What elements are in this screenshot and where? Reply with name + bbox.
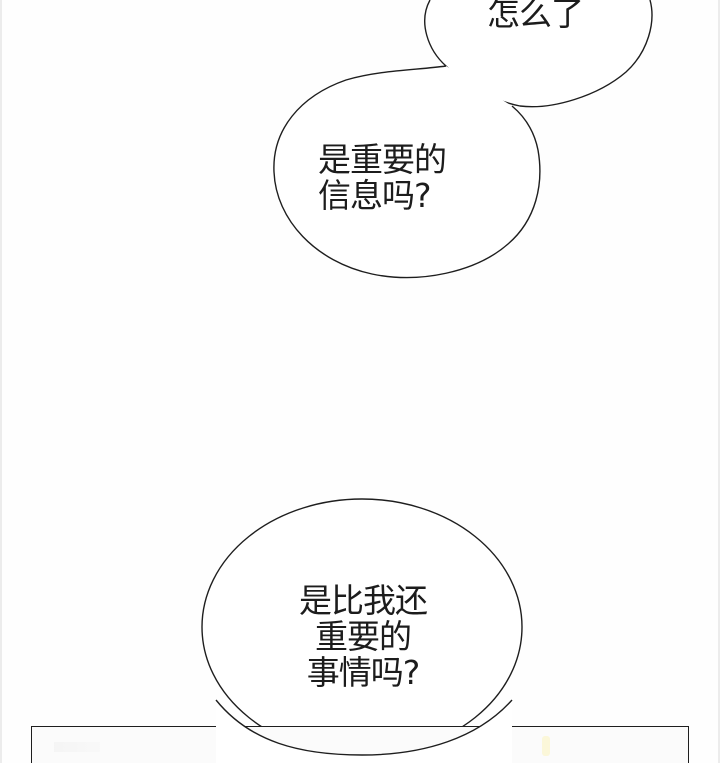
speech-bubble-top <box>424 0 653 108</box>
bubble-bottom-text: 是比我还 重要的 事情吗? <box>278 583 448 691</box>
speech-bubble-bottom-outline-lower <box>215 699 513 756</box>
page-edge-left <box>0 0 2 763</box>
panel-faint-detail-left <box>54 742 100 752</box>
bubble-bottom-line-1: 是比我还 <box>299 581 428 620</box>
bubble-bottom-line-2: 重要的 <box>315 617 412 656</box>
bubble-middle-line-1: 是重要的 <box>318 140 447 179</box>
panel-faint-detail-right <box>542 736 550 756</box>
bubble-bottom-line-3: 事情吗? <box>306 653 421 692</box>
speech-bubble-bottom-lower-arc <box>216 700 512 763</box>
bubble-middle-text: 是重要的 信息吗? <box>318 142 488 214</box>
bubble-top-text: 怎么了 <box>487 0 584 33</box>
speech-bubble-middle <box>273 65 541 279</box>
page-edge-right <box>718 0 720 763</box>
bubble-middle-line-2: 信息吗? <box>318 176 432 215</box>
